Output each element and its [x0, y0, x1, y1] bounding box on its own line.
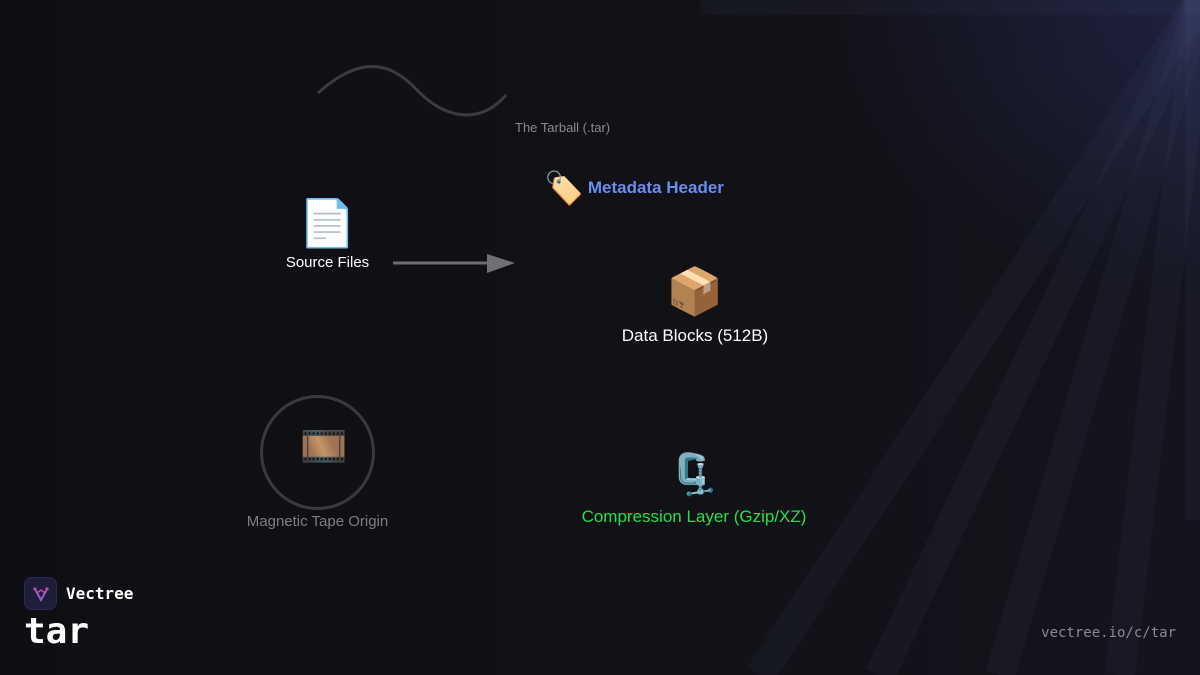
magnetic-tape-ring [260, 395, 375, 510]
clamp-compression-icon: 🗜️ [669, 453, 719, 497]
label-tag-icon: 🏷️ [544, 170, 584, 206]
compression-layer-label: Compression Layer (Gzip/XZ) [581, 507, 807, 526]
data-blocks-label: Data Blocks (512B) [621, 326, 769, 345]
flow-arrow-head [487, 254, 515, 273]
source-files-label: Source Files [285, 254, 370, 271]
magnetic-tape-label: Magnetic Tape Origin [246, 513, 389, 530]
brand[interactable]: Vectree [24, 577, 133, 610]
brand-name: Vectree [66, 584, 134, 603]
package-box-icon: 📦 [666, 265, 724, 317]
data-blocks-node: 📦 Data Blocks (512B) [610, 268, 780, 346]
metadata-header-node: 🏷️ Metadata Header [544, 172, 724, 204]
page-title: tar [24, 611, 90, 652]
page-facing-up-icon: 📄 [298, 197, 357, 249]
wave-curve [316, 65, 508, 117]
page-url[interactable]: vectree.io/c/tar [1041, 625, 1176, 641]
source-files-node: 📄 Source Files [270, 200, 385, 271]
tarball-caption: The Tarball (.tar) [515, 120, 611, 135]
metadata-header-label: Metadata Header [587, 178, 724, 197]
compression-layer-node: 🗜️ Compression Layer (Gzip/XZ) [570, 455, 818, 527]
vectree-logo-icon [24, 577, 57, 610]
film-strip-icon: 🎞️ [300, 426, 348, 468]
